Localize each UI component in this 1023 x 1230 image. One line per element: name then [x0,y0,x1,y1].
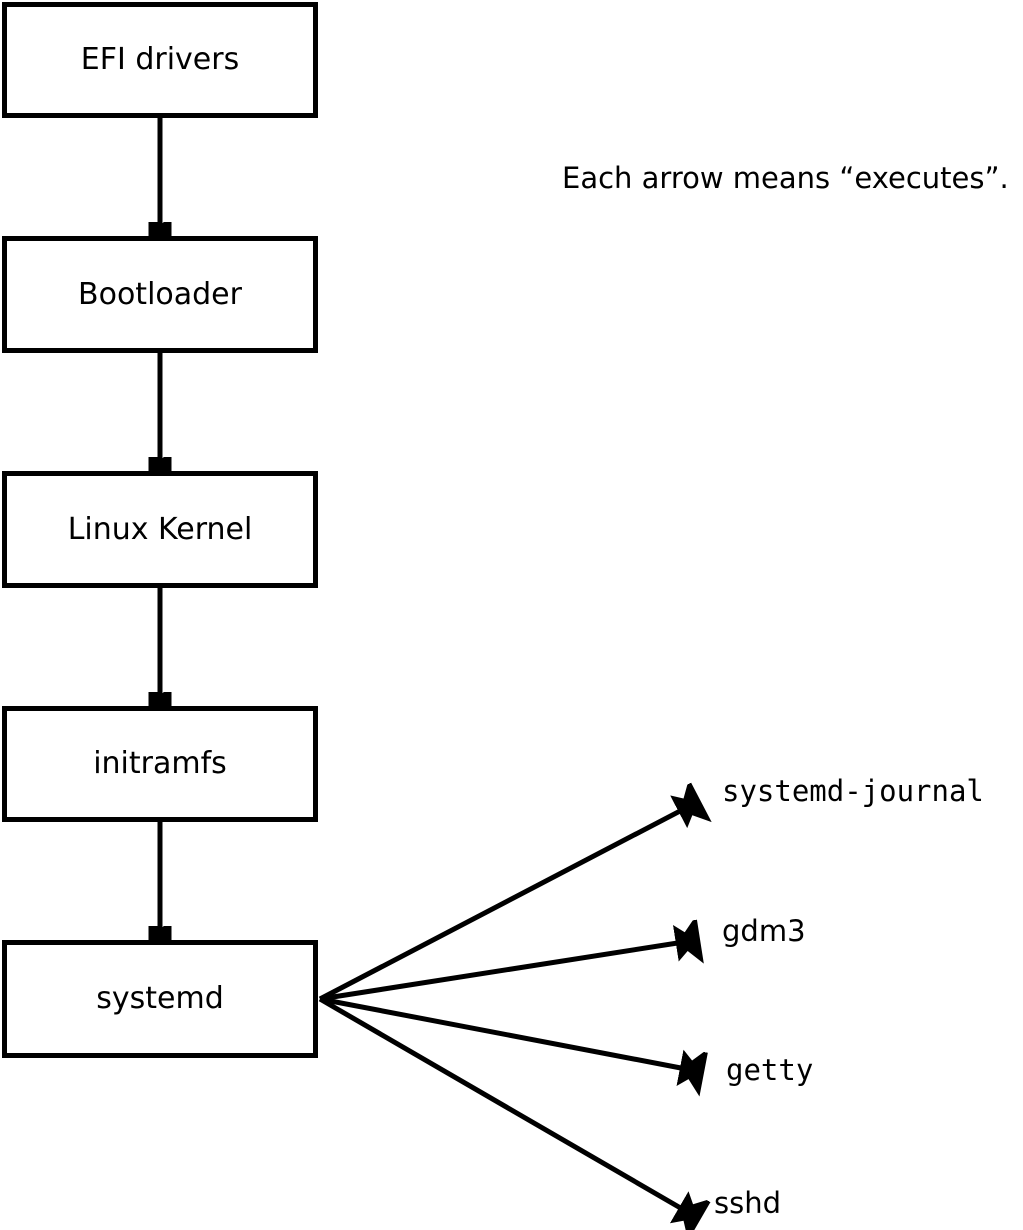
fanout-arrow-group [318,806,691,1213]
service-label-sshd: sshd [714,1186,782,1220]
fanout-arrow [319,941,687,1002]
stage-box-label: systemd [96,981,224,1016]
stage-box-label: EFI drivers [80,42,240,77]
stage-box-systemd: systemd [2,940,318,1058]
stage-box-efi-drivers: EFI drivers [2,2,318,118]
fanout-arrow [318,806,689,1002]
service-label-gdm3: gdm3 [722,914,806,948]
stage-box-linux-kernel: Linux Kernel [2,471,318,588]
fanout-arrow [318,996,689,1213]
stage-box-initramfs: initramfs [2,706,318,822]
service-label-getty: getty [726,1053,814,1087]
stage-box-label: initramfs [93,746,227,781]
stage-box-bootloader: Bootloader [2,236,318,353]
legend-caption: Each arrow means “executes”. [562,161,1009,195]
service-label-systemd-journal: systemd-journal [722,774,984,808]
stage-box-label: Bootloader [78,276,242,312]
fanout-arrow [319,996,691,1070]
stage-box-label: Linux Kernel [67,511,253,547]
